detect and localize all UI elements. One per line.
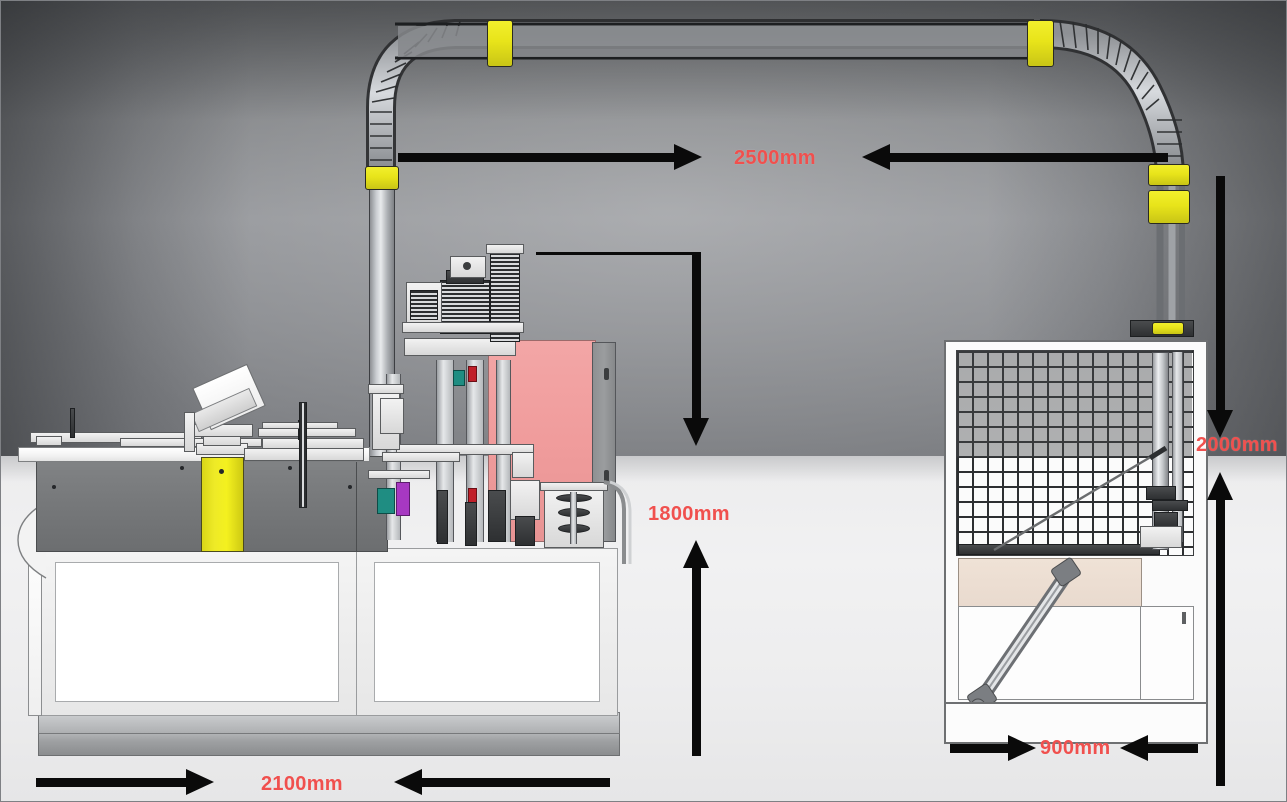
leader-line-1800 [536, 252, 700, 255]
housing-fastener-1 [52, 485, 56, 489]
gantry-collar-top-left [487, 20, 513, 67]
dosing-cup [512, 452, 534, 478]
left-machine-yellow-column [201, 457, 244, 552]
drive-head-base [404, 338, 516, 356]
arrow-2000-up [1207, 472, 1233, 786]
left-cabinet-window-a[interactable] [55, 562, 339, 702]
left-low-bracket [368, 470, 430, 479]
arrow-2500-left [862, 144, 1168, 170]
hmi-support-post [184, 412, 195, 452]
left-deck-rail-right [258, 428, 356, 437]
housing-fastener-3 [288, 466, 292, 470]
component-magenta [396, 482, 410, 516]
gantry-collar-left-base [365, 166, 399, 190]
lift-base-plate [1140, 526, 1182, 548]
tower-component-teal-top [453, 370, 465, 386]
dimension-label-2000: 2000mm [1196, 434, 1278, 456]
left-conveyor-guide-rail [30, 432, 202, 443]
lift-guide-rail [1172, 352, 1183, 542]
tower-shaft-black [465, 502, 477, 546]
dimension-label-2500: 2500mm [734, 147, 816, 169]
arrow-2000-down [1207, 176, 1233, 438]
arrow-900-left [1120, 735, 1198, 761]
dimension-label-2100: 2100mm [261, 773, 343, 795]
hopper-body [380, 398, 404, 434]
arrow-900-right [950, 735, 1036, 761]
drive-motor-shaft-end [463, 262, 471, 270]
arrow-2100-right [36, 769, 214, 795]
grey-panel-latch-2 [604, 470, 609, 482]
tower-indicator-red-top [468, 366, 477, 382]
housing-fastener-2 [180, 466, 184, 470]
right-machine-door-handle[interactable] [1182, 612, 1186, 624]
overhead-gantry-arch [365, 19, 1194, 460]
lift-carriage-clamp [1152, 500, 1188, 511]
pulley-top-plate [540, 482, 608, 491]
tower-shaft-black-2 [437, 490, 448, 544]
arrow-2100-left [394, 769, 610, 795]
left-machine-upper-housing [36, 456, 358, 552]
dimension-label-900: 900mm [1040, 737, 1111, 759]
component-teal [377, 488, 395, 514]
left-cabinet-window-b[interactable] [374, 562, 600, 702]
pulley-shaft [570, 492, 577, 544]
gantry-collar-right-mid [1148, 190, 1190, 224]
housing-fastener-4 [348, 485, 352, 489]
cylinder-lower [515, 516, 535, 546]
cylinder-assembly [510, 480, 540, 520]
transfer-slide-teeth [299, 402, 307, 508]
left-sub-assembly-cap [368, 384, 404, 394]
gantry-terminal-collar [1152, 322, 1184, 335]
left-conveyor-upright [70, 408, 75, 438]
side-outlet-tube [603, 480, 632, 564]
grey-panel-latch-1 [604, 368, 609, 380]
tower-crossbeam-lower [382, 452, 460, 462]
dimension-label-1800: 1800mm [648, 503, 730, 525]
drive-side-fins [410, 290, 438, 320]
arrow-2500-right [398, 144, 702, 170]
left-conveyor-carriage [36, 436, 62, 446]
arrow-1800-up [683, 540, 709, 756]
lift-carriage [1146, 486, 1176, 500]
lower-linear-actuator [967, 557, 1081, 714]
right-machine-base-rail [944, 702, 1208, 744]
gantry-collar-right-upper [1148, 164, 1190, 186]
bellows-stack [488, 490, 506, 542]
gear-stack-cover [486, 244, 524, 254]
drive-crossbar [402, 322, 524, 333]
gantry-collar-top-right [1027, 20, 1054, 67]
cage-diagonal-strut [993, 445, 1168, 552]
yellow-column-port [219, 469, 224, 474]
arrow-1800-down [683, 252, 709, 446]
